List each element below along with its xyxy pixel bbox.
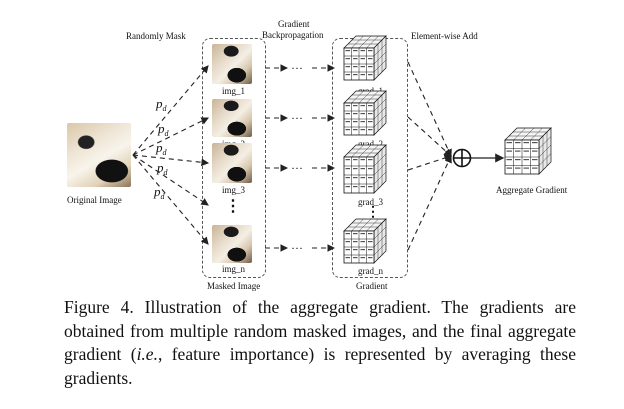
arrows [132,61,505,252]
img-label-n: img_n [222,264,246,274]
original-image [67,123,131,187]
backpropagation-label: Backpropagation [262,30,324,40]
gradient-label-line1: Gradient [278,19,310,29]
masked-image-2 [212,99,252,137]
caption-prefix: Figure 4. Illustration of the aggregate … [64,297,576,364]
masked-dots: ⋮ [225,198,241,215]
caption-italic: i.e. [136,344,158,364]
randomly-mask-label: Randomly Mask [126,31,186,41]
original-image-label: Original Image [67,195,122,205]
gradient-cube-2 [343,90,387,136]
figure: Randomly Mask Gradient Backpropagation E… [67,19,568,291]
aggregate-gradient-label: Aggregate Gradient [496,185,568,195]
diagram-svg: pd pd pd pd pd [132,35,552,264]
mask-arrow-5 [132,154,209,245]
mask-arrow-2 [132,117,209,156]
ellipsis-1: ··· [291,61,303,75]
mask-arrow-4 [132,154,209,206]
sum-arrow-1 [407,61,452,158]
gradient-dots: ⋮ [366,205,380,220]
mask-arrow-1 [132,65,209,156]
figure-caption: Figure 4. Illustration of the aggregate … [64,296,576,390]
img-label-3: img_3 [222,185,246,195]
gradient-cube-1 [343,35,387,81]
masked-image-group [202,38,266,278]
sum-arrow-4 [407,154,452,251]
mask-arrow-3 [132,154,210,167]
grad-label-n: grad_n [358,266,383,276]
gradient-cube-3 [343,144,387,194]
pd-label-4: pd [156,160,169,177]
sum-arrow-2 [407,116,452,157]
masked-image-label: Masked Image [207,281,261,291]
pd-label-1: pd [155,96,168,113]
element-wise-add-icon [452,148,472,168]
ellipsis-3: ··· [291,161,303,175]
pd-label-3: pd [155,140,168,157]
gradient-label: Gradient [356,281,388,291]
pd-label-2: pd [157,121,170,138]
caption-suffix: , feature importance) is represented by … [64,344,576,388]
probability-labels: pd pd pd pd pd [153,96,170,201]
aggregate-gradient-cube [504,127,552,175]
pd-label-5: pd [153,184,166,201]
sum-arrow-3 [407,154,453,171]
grad-label-3: grad_3 [358,197,383,207]
gradient-cube-n [343,218,387,264]
masked-image-3 [212,143,252,183]
img-label-1: img_1 [222,86,246,96]
ellipsis-2: ··· [291,111,303,125]
gradient-cubes [343,35,552,264]
masked-image-n [212,225,252,263]
grad-label-2: grad_2 [358,139,383,149]
ellipsis-n: ··· [291,241,303,255]
masked-image-1 [212,44,252,84]
element-wise-add-label: Element-wise Add [411,31,478,41]
